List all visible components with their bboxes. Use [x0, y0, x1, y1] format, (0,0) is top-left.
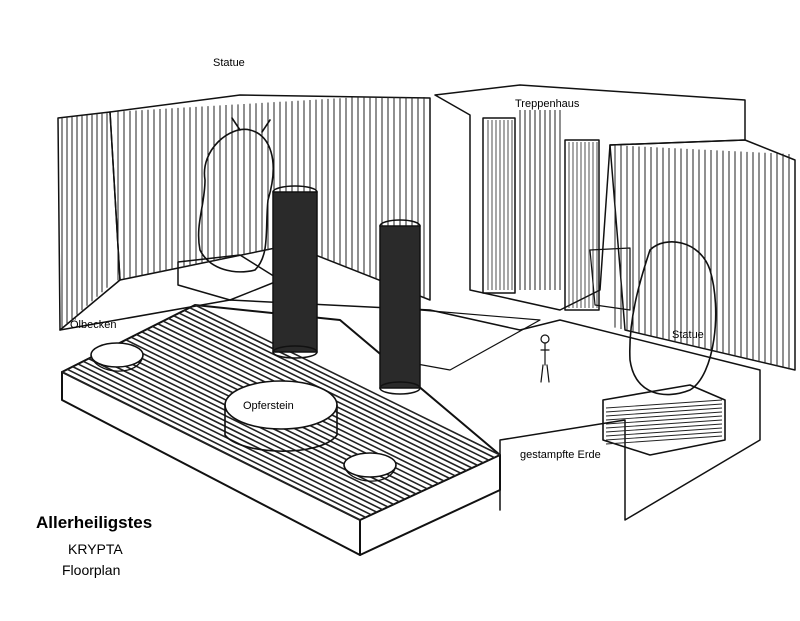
human-scale-figure	[540, 334, 550, 383]
label-statue-right: Statue	[672, 329, 704, 341]
offering-stone	[224, 380, 338, 452]
oil-basin-left	[90, 342, 144, 372]
label-gestampfte-erde: gestampfte Erde	[520, 449, 601, 461]
left-side-wall	[57, 111, 121, 331]
statue-left	[177, 117, 281, 301]
title-line3: Floorplan	[62, 562, 121, 578]
column-right	[379, 219, 421, 395]
title-main: Allerheiligstes	[36, 513, 153, 532]
label-opferstein: Opferstein	[243, 400, 294, 412]
oil-basin-right	[343, 452, 397, 482]
label-oelbecken: Ölbecken	[70, 319, 117, 331]
label-statue-top: Statue	[213, 57, 245, 69]
column-left	[272, 185, 318, 359]
stairwell-structure	[434, 84, 746, 311]
earth-floor	[59, 299, 761, 521]
right-side-wall	[609, 139, 796, 371]
statue-right	[602, 241, 726, 456]
label-treppenhaus: Treppenhaus	[515, 98, 580, 110]
title-line2: KRYPTA	[68, 541, 123, 557]
